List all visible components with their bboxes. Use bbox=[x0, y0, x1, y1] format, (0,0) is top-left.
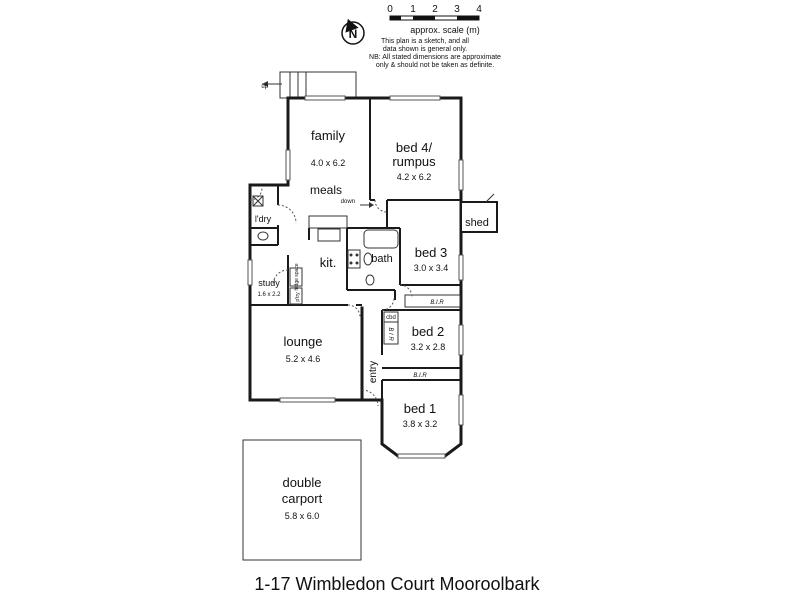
entry-label: entry bbox=[368, 361, 379, 383]
shed-label: shed bbox=[465, 217, 489, 229]
kitchen-label: kit. bbox=[320, 255, 337, 270]
scale-tick-2: 2 bbox=[432, 4, 438, 15]
bed4-label-1: bed 4/ bbox=[396, 140, 433, 155]
fixtures bbox=[252, 195, 399, 345]
study-dims: 1.6 x 2.2 bbox=[257, 292, 281, 298]
scale-label: approx. scale (m) bbox=[410, 25, 480, 35]
rear-steps: up bbox=[261, 71, 357, 99]
bed2-label: bed 2 bbox=[412, 324, 445, 339]
shed: shed bbox=[460, 193, 498, 233]
bath-label: bath bbox=[371, 253, 392, 265]
down-label: down bbox=[341, 199, 355, 205]
scale-note-1b: data shown is general only. bbox=[383, 46, 467, 53]
carport: double carport 5.8 x 6.0 bbox=[242, 439, 362, 561]
study-label: study bbox=[258, 278, 280, 288]
bed3-dims: 3.0 x 3.4 bbox=[414, 263, 449, 273]
bed4-label-2: rumpus bbox=[392, 154, 436, 169]
scale-note-1a: This plan is a sketch, and all bbox=[381, 38, 469, 45]
carport-dims: 5.8 x 6.0 bbox=[285, 511, 320, 521]
family-dims: 4.0 x 6.2 bbox=[311, 158, 346, 168]
scale-tick-0: 0 bbox=[387, 4, 393, 15]
north-compass-icon: N bbox=[341, 18, 365, 45]
fridge-label: fridge space bbox=[294, 263, 300, 290]
laundry-label: l'dry bbox=[255, 214, 272, 224]
bed4-dims: 4.2 x 6.2 bbox=[397, 172, 432, 182]
scale-tick-1: 1 bbox=[410, 4, 416, 15]
bir-vertical-label: B I R bbox=[387, 327, 393, 341]
room-labels: family 4.0 x 6.2 meals bed 4/ rumpus 4.2… bbox=[255, 128, 448, 429]
compass-letter: N bbox=[349, 27, 358, 41]
family-label: family bbox=[311, 128, 345, 143]
meals-label: meals bbox=[310, 183, 342, 197]
bir-bottom-label: B.I.R bbox=[413, 373, 427, 379]
cbd-label: cbd bbox=[386, 315, 396, 321]
address-title: 1-17 Wimbledon Court Mooroolbark bbox=[254, 574, 540, 594]
bed2-dims: 3.2 x 2.8 bbox=[411, 342, 446, 352]
pantry-label: p'try bbox=[295, 292, 301, 302]
lounge-label: lounge bbox=[283, 334, 322, 349]
bed1-label: bed 1 bbox=[404, 401, 437, 416]
bed1-dims: 3.8 x 3.2 bbox=[403, 419, 438, 429]
carport-name-1: double bbox=[282, 475, 321, 490]
lounge-dims: 5.2 x 4.6 bbox=[286, 354, 321, 364]
scale-note-2a: NB: All stated dimensions are approximat… bbox=[369, 54, 501, 61]
interior-walls bbox=[250, 98, 461, 400]
scale-tick-3: 3 bbox=[454, 4, 460, 15]
steps-up-label: up bbox=[261, 84, 268, 90]
windows bbox=[247, 95, 464, 459]
scale-note-2b: only & should not be taken as definite. bbox=[376, 62, 494, 69]
carport-name-2: carport bbox=[282, 491, 323, 506]
bir-top-label: B.I.R bbox=[430, 300, 444, 306]
scale-bar: 0 1 2 3 4 approx. scale (m) This plan is… bbox=[369, 4, 501, 69]
scale-tick-4: 4 bbox=[476, 4, 482, 15]
bed3-label: bed 3 bbox=[415, 245, 448, 260]
